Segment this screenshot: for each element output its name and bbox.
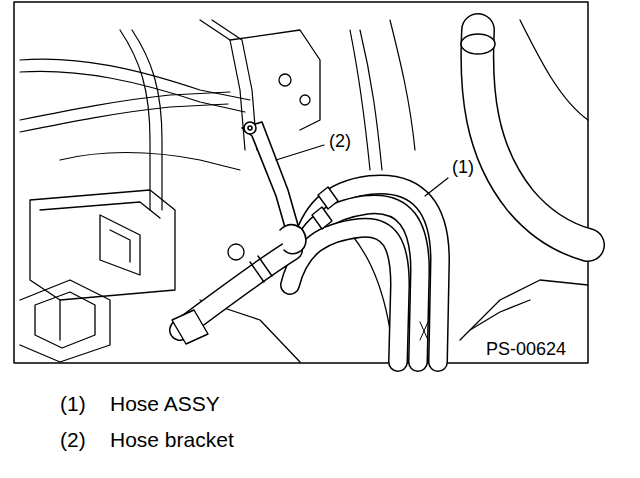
part-name: Hose bracket [110, 428, 234, 451]
legend-number: (2) [60, 428, 86, 451]
hose-bracket [242, 122, 306, 254]
figure-frame [14, 2, 588, 363]
callout-number: (1) [450, 158, 476, 178]
legend-number: (1) [60, 392, 86, 415]
engine-parts [20, 20, 588, 362]
callout-number: (2) [327, 132, 353, 152]
hose-assy [172, 184, 440, 362]
ground-mark [420, 322, 428, 340]
leader-line [425, 178, 448, 196]
part-name: Hose ASSY [110, 392, 220, 415]
leader-line [276, 145, 324, 160]
figure-id: PS-00624 [484, 340, 568, 360]
